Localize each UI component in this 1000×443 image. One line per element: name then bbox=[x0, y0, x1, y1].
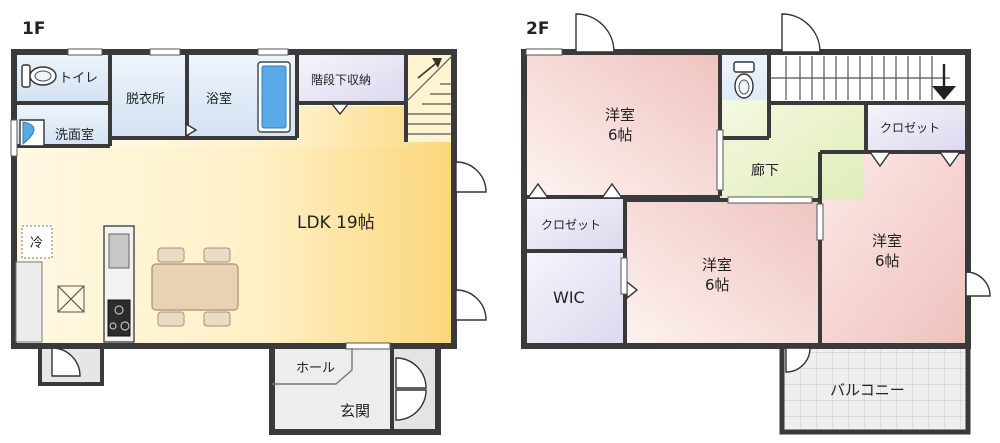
label-corridor: 廊下 bbox=[751, 162, 779, 179]
dining-set bbox=[151, 247, 239, 327]
window-1f-d bbox=[10, 119, 18, 157]
label-western-b-size: 6帖 bbox=[705, 276, 730, 294]
floor-2f: 2F bbox=[521, 13, 991, 435]
door-closet-left-b bbox=[600, 182, 624, 199]
label-western-c-name: 洋室 bbox=[872, 232, 902, 250]
door-closet-left-a bbox=[526, 182, 550, 199]
hall-step bbox=[272, 348, 353, 385]
door-closet-right-b bbox=[938, 151, 962, 168]
window-2f-e bbox=[525, 48, 563, 56]
door-2f-top-left bbox=[575, 13, 615, 53]
label-balcony: バルコニー bbox=[830, 381, 905, 399]
label-under-stairs-storage: 階段下収納 bbox=[311, 72, 371, 87]
label-western-c-size: 6帖 bbox=[875, 252, 900, 270]
label-entrance: 玄関 bbox=[340, 402, 370, 420]
walls-hall-outer bbox=[269, 346, 441, 435]
window-2f-a bbox=[716, 129, 724, 191]
toilet-fixture bbox=[21, 64, 57, 88]
label-ldk: LDK 19帖 bbox=[297, 213, 375, 233]
stairs-down-arrow-icon bbox=[932, 86, 956, 100]
door-2f-top-right bbox=[781, 13, 821, 53]
closet-left-floor bbox=[526, 198, 624, 250]
door-storage bbox=[330, 103, 350, 116]
label-wic: WIC bbox=[553, 288, 585, 307]
kitchen-counter bbox=[103, 225, 135, 343]
stairs-2f bbox=[770, 56, 956, 100]
label-washroom: 洗面室 bbox=[55, 127, 94, 143]
door-entrance-a bbox=[395, 357, 427, 389]
pantry-box bbox=[57, 285, 85, 313]
ldk-floor bbox=[14, 146, 454, 346]
cupboard bbox=[15, 261, 43, 343]
washbasin-fixture bbox=[19, 119, 45, 147]
hall-floor bbox=[272, 348, 392, 430]
door-porch bbox=[51, 347, 81, 377]
label-toilet: トイレ bbox=[59, 71, 98, 86]
window-1f-b bbox=[149, 48, 181, 56]
dressing-floor bbox=[112, 54, 186, 138]
western-a-floor bbox=[526, 54, 720, 196]
window-1f-c bbox=[257, 48, 289, 56]
door-ldk-east-upper bbox=[455, 161, 487, 193]
label-closet-right: クロゼット bbox=[880, 121, 940, 135]
door-ldk-east-lower bbox=[455, 289, 487, 321]
closet-right-floor bbox=[866, 104, 966, 150]
label-dressing: 脱衣所 bbox=[126, 91, 165, 107]
floor-1f-label: 1F bbox=[22, 19, 45, 39]
walls-balcony bbox=[779, 346, 971, 435]
door-closet-right-a bbox=[868, 151, 892, 168]
balcony-floor bbox=[784, 348, 966, 432]
western-b-floor bbox=[626, 196, 820, 346]
window-2f-d bbox=[620, 257, 628, 295]
stairs-up-arrow-icon bbox=[432, 58, 442, 68]
window-2f-c bbox=[727, 196, 813, 204]
walls-porch bbox=[38, 346, 104, 386]
stairs-1f bbox=[405, 55, 453, 135]
floor-1f: 1F bbox=[10, 19, 487, 435]
label-western-a-size: 6帖 bbox=[608, 126, 633, 144]
walls-1f-outer bbox=[11, 49, 457, 349]
storage-floor bbox=[298, 54, 406, 102]
fridge-label: 冷 bbox=[30, 236, 43, 251]
door-dressing bbox=[185, 122, 198, 138]
label-closet-left: クロゼット bbox=[541, 218, 601, 232]
label-hall: ホール bbox=[296, 361, 335, 376]
window-2f-b bbox=[816, 203, 824, 241]
door-balcony bbox=[785, 347, 811, 373]
window-1f-e bbox=[345, 342, 391, 350]
bathtub-inner bbox=[261, 65, 287, 129]
toilet-2f-fixture bbox=[733, 61, 755, 99]
door-2f-east bbox=[965, 271, 991, 297]
label-western-b-name: 洋室 bbox=[702, 256, 732, 274]
floor-2f-label: 2F bbox=[526, 19, 549, 39]
window-1f-a bbox=[67, 48, 103, 56]
fridge-space bbox=[21, 225, 53, 259]
wic-floor bbox=[526, 252, 624, 346]
label-western-a-name: 洋室 bbox=[605, 106, 635, 124]
door-entrance-b bbox=[395, 389, 427, 421]
stove-burner-icon bbox=[114, 305, 124, 315]
label-bath: 浴室 bbox=[206, 91, 232, 107]
